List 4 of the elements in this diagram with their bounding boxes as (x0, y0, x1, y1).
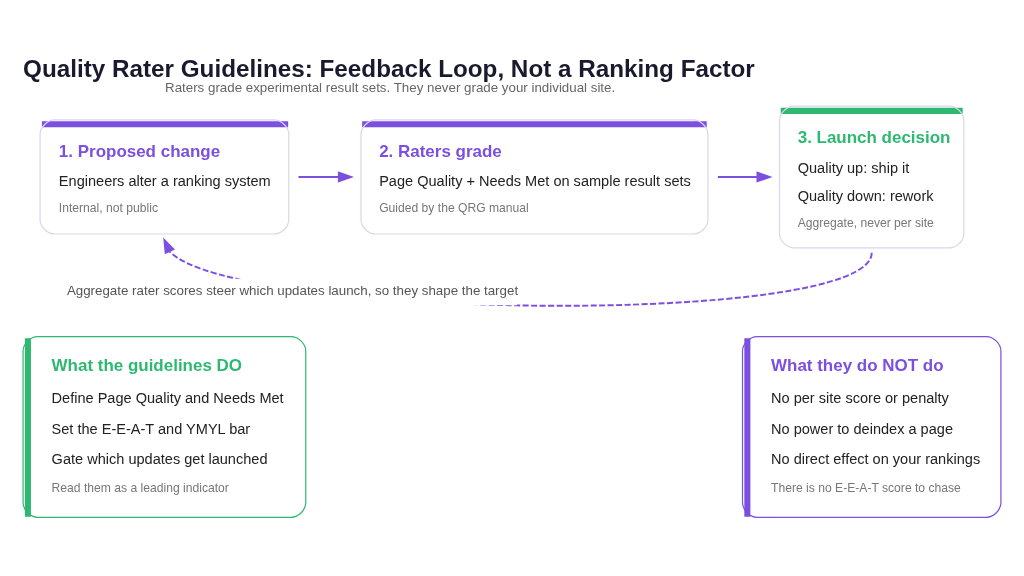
diagram-title: Quality Rater Guidelines: Feedback Loop, Not a Ranking Factor (23, 54, 755, 82)
arrow (716, 171, 773, 183)
arrow (297, 171, 354, 183)
edge-label: Aggregate rater scores steer which updates launch, so they shape the target (66, 283, 519, 299)
